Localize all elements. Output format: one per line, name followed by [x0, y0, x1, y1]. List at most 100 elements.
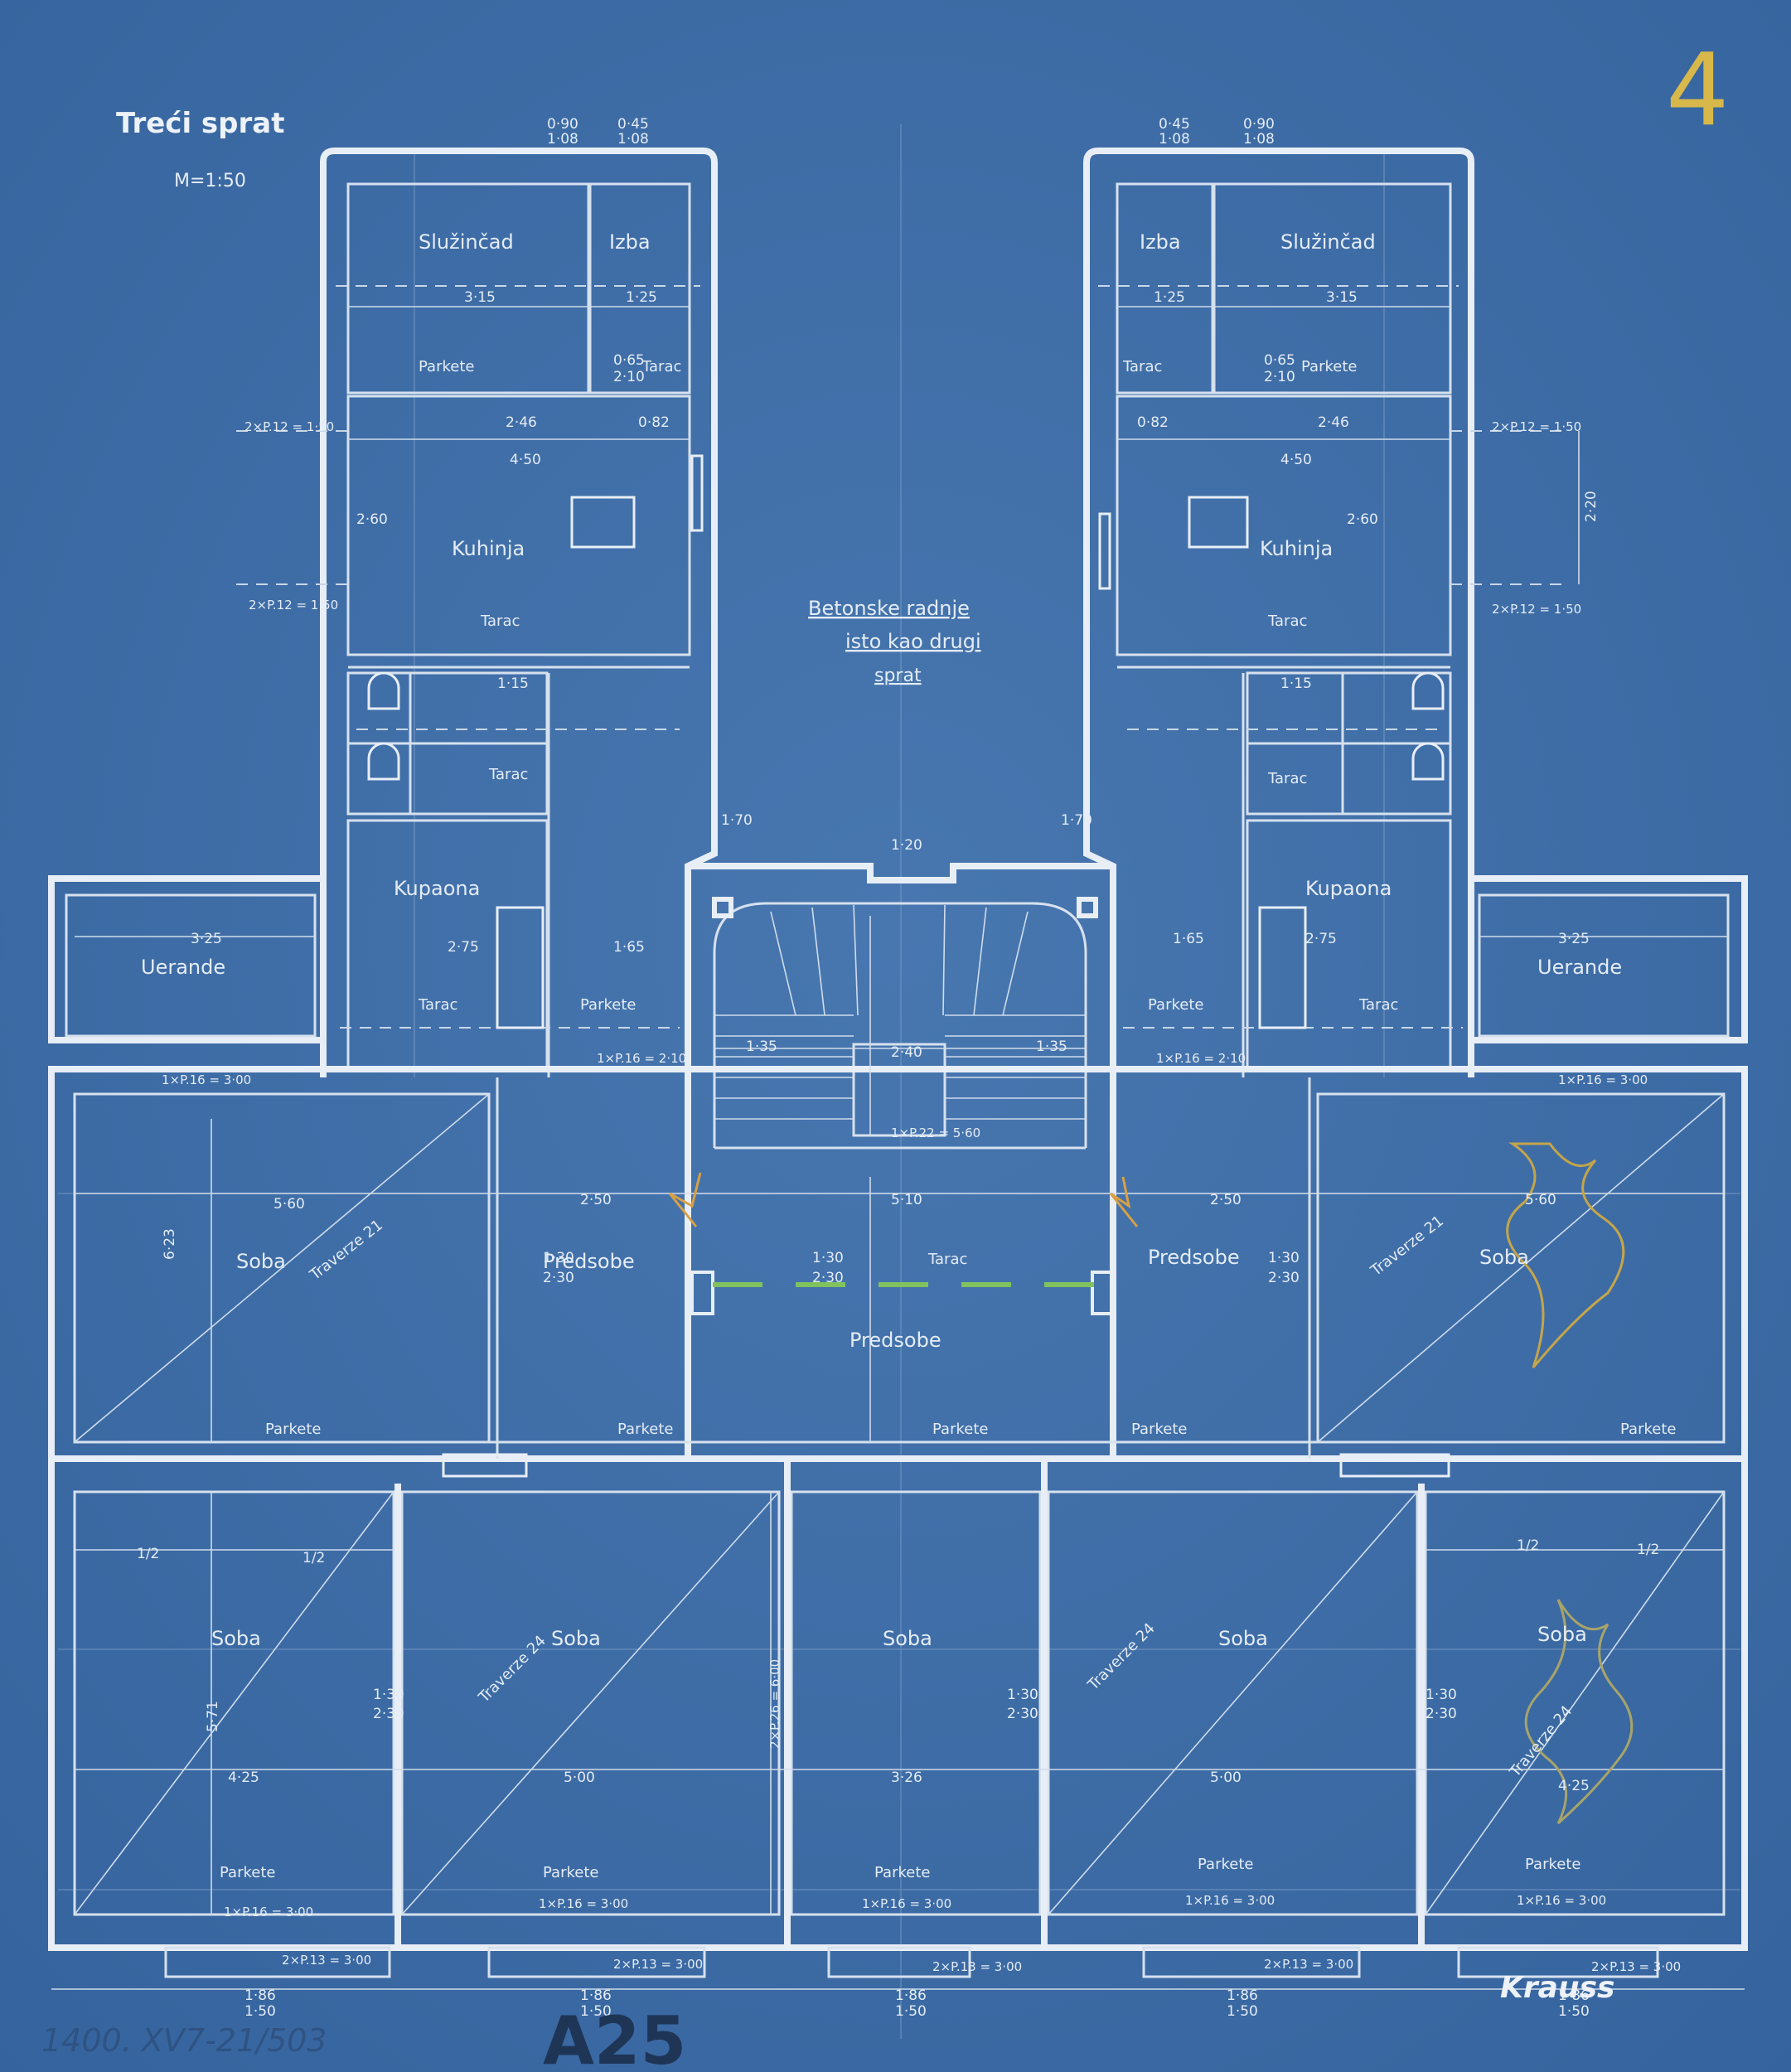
finish-parquet-soba-1: Parkete	[265, 1421, 321, 1438]
dim-315: 3·15	[464, 289, 496, 306]
dim-090-top-right: 0·90	[1243, 116, 1275, 133]
dim-210-right: 2·10	[1264, 369, 1295, 385]
finish-terrazzo-bath-left: Tarac	[418, 996, 457, 1014]
lintel-right-top: 2×P.12 = 1·50	[1492, 419, 1581, 434]
dimension-lines	[75, 306, 1728, 1915]
dim-560-right: 5·60	[1525, 1192, 1556, 1208]
archive-mark: A25	[543, 2002, 686, 2072]
lintel-under-4: 2×P.13 = 3·00	[1264, 1957, 1353, 1972]
servant-room-wall	[346, 182, 590, 395]
dim-130-right: 1·30	[1268, 1250, 1300, 1266]
lower-room-2	[400, 1490, 781, 1916]
dim-230-stair: 2·30	[812, 1270, 844, 1286]
lintel-under-5: 2×P.13 = 3·00	[1591, 1959, 1681, 1974]
finish-parquet-hall-left: Parkete	[617, 1421, 673, 1438]
dim-065-right: 0·65	[1264, 352, 1295, 369]
room-label-small-right: Izba	[1140, 230, 1181, 254]
dim-425-right: 4·25	[1558, 1778, 1590, 1794]
diagonal-lines	[74, 1093, 1725, 1915]
dim-108-top-right-2: 1·08	[1243, 131, 1275, 148]
room-label-soba-1: Soba	[236, 1250, 286, 1273]
dim-186-3: 1·86	[895, 1987, 927, 2004]
lintel-bottom-2: 1×P.16 = 3·00	[539, 1896, 628, 1911]
lintel-stair: 1×P.22 = 5·60	[891, 1126, 980, 1140]
lintel-corridor-left: 1×P.16 = 2·10	[597, 1051, 686, 1066]
dim-186-4: 1·86	[1227, 1987, 1258, 2004]
lintel-bottom-4: 1×P.16 = 3·00	[1185, 1893, 1275, 1908]
dim-246-left: 2·46	[506, 414, 537, 431]
lintel-left-top: 2×P.12 = 1·50	[244, 419, 334, 434]
room-label-hall-left: Predsobe	[543, 1250, 635, 1273]
dim-065-left: 0·65	[613, 352, 645, 369]
dim-186-2: 1·86	[580, 1987, 612, 2004]
dim-165-left: 1·65	[613, 939, 645, 956]
dim-425-left: 4·25	[228, 1769, 259, 1786]
lintel-under-1: 2×P.13 = 3·00	[282, 1953, 371, 1968]
dim-082-left: 0·82	[638, 414, 670, 431]
lintel-labels: 2×P.12 = 1·50 2×P.12 = 1·50 2×P.12 = 1·5…	[162, 419, 1681, 1974]
dim-230-soba-1: 2·30	[543, 1270, 574, 1286]
dim-half-4: 1/2	[1637, 1542, 1659, 1558]
finish-parquet-servant-right: Parkete	[1301, 358, 1357, 375]
dim-230-lower-2: 2·30	[373, 1706, 404, 1722]
dim-130-lower-5: 1·30	[1426, 1687, 1457, 1703]
room-label-servant-left: Služinčad	[419, 230, 514, 254]
kitchen-wall-right	[1116, 395, 1452, 656]
stair-arch	[713, 902, 1087, 1148]
finish-terrazzo-stair: Tarac	[927, 1251, 967, 1268]
concrete-note-line-3: sprat	[874, 666, 922, 686]
dim-130-lower-4: 1·30	[1007, 1687, 1038, 1703]
finish-parquet-servant-left: Parkete	[419, 358, 474, 375]
small-room-wall-right	[1116, 182, 1214, 395]
toilet-symbols	[367, 671, 1445, 781]
chimney-blocks	[442, 454, 1450, 1478]
dim-500-right: 5·00	[1210, 1769, 1242, 1786]
finish-terrazzo-small-right: Tarac	[1122, 358, 1162, 375]
finish-parquet-lower-4: Parkete	[1198, 1856, 1253, 1873]
kitchen-wall-left	[346, 395, 691, 656]
lintel-veranda-left: 1×P.16 = 3·00	[162, 1072, 251, 1087]
dim-325-right: 3·25	[1558, 931, 1590, 947]
archive-reference: 1400. XV7-21/503	[41, 2022, 327, 2059]
dim-186-1: 1·86	[244, 1987, 276, 2004]
room-label-soba-4: Soba	[551, 1627, 601, 1650]
dim-220-right: 2·20	[1583, 491, 1600, 522]
dim-230-right: 2·30	[1268, 1270, 1300, 1286]
right-wing-outline	[1083, 148, 1474, 1077]
lower-room-1	[73, 1490, 395, 1916]
dim-120-stair: 1·20	[891, 837, 922, 854]
small-room-wall-left	[588, 182, 691, 395]
room-label-stair-hall: Predsobe	[850, 1329, 941, 1352]
finish-parquet-hall-right: Parkete	[1131, 1421, 1187, 1438]
dim-135-right: 1·35	[1036, 1038, 1067, 1055]
dim-165-right: 1·65	[1173, 931, 1204, 947]
lintel-right-bottom: 2×P.12 = 1·50	[1492, 602, 1581, 617]
dim-210-left: 2·10	[613, 369, 645, 385]
dim-095-260-right: 2·60	[1347, 511, 1378, 528]
concrete-note-line-1: Betonske radnje	[808, 597, 970, 620]
right-veranda-outline	[1471, 875, 1748, 1043]
room-labels: Služinčad Izba Izba Služinčad Kuhinja Ku…	[141, 230, 1622, 1650]
lintel-bottom-1: 1×P.16 = 3·00	[224, 1905, 313, 1920]
room-label-bath-right: Kupaona	[1305, 877, 1392, 900]
finish-parquet-corridor-left: Parkete	[580, 996, 636, 1014]
colored-annotations	[668, 1142, 1634, 1825]
servant-room-wall-right	[1213, 182, 1452, 395]
dim-045-top-right: 0·45	[1159, 116, 1190, 133]
dim-560-left: 5·60	[273, 1196, 305, 1213]
dim-275-left: 2·75	[448, 939, 479, 956]
lintel-bottom-3: 1×P.16 = 3·00	[862, 1896, 951, 1911]
floor-plan	[48, 148, 1748, 1990]
scale-label: M=1:50	[174, 171, 246, 191]
finish-parquet-lower-5: Parkete	[1525, 1856, 1580, 1873]
dim-108-top-right: 1·08	[1159, 131, 1190, 148]
dim-150-3: 1·50	[895, 2003, 927, 2020]
dim-125-right: 1·25	[1154, 289, 1185, 306]
dim-170-right: 1·70	[1061, 812, 1092, 829]
room-label-soba-3: Soba	[211, 1627, 261, 1650]
dim-130-lower-2: 1·30	[373, 1687, 404, 1703]
lintel-left-bottom: 2×P.12 = 1·50	[249, 598, 338, 612]
dim-045-top-left: 0·45	[617, 116, 649, 133]
finish-terrazzo-wc-right: Tarac	[1267, 770, 1307, 787]
